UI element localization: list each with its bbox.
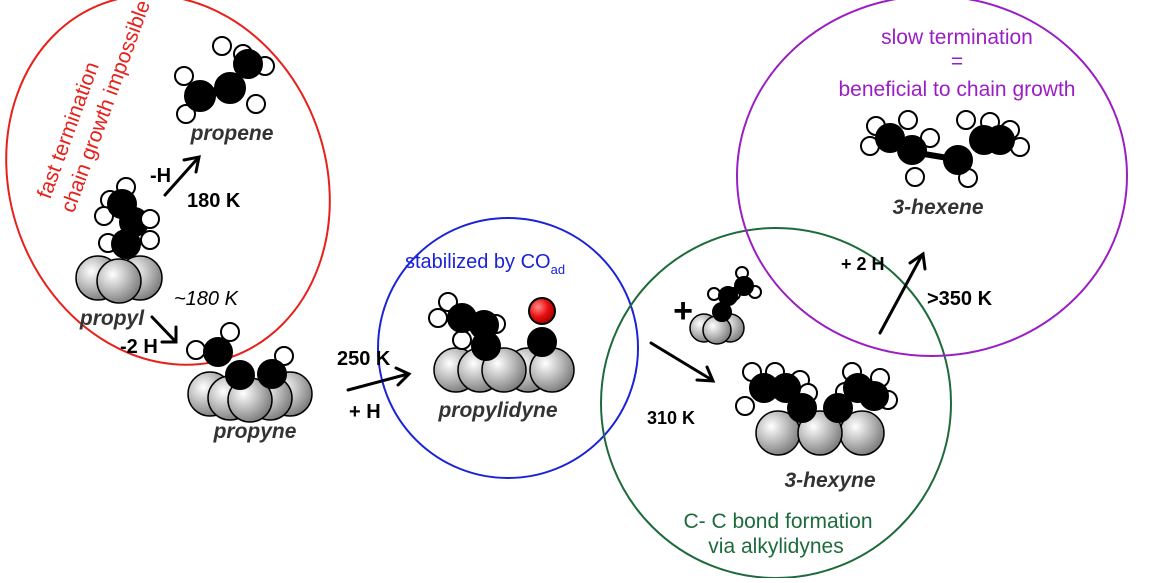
arrow-to-propyne (150, 315, 178, 344)
propyne-label: propyne (213, 420, 297, 443)
hexyne-label: 3-hexyne (784, 469, 875, 492)
propene-molecule (174, 36, 275, 124)
propyl-molecule (75, 177, 163, 304)
hexyne-temperature: 310 K (647, 408, 695, 428)
fast-termination-region (5, 0, 331, 366)
second-propylidyne-molecule (689, 266, 762, 345)
plus-sign: + (673, 292, 693, 330)
slow-termination-region (736, 0, 1128, 357)
hexyne-molecule (735, 362, 898, 456)
cc-bond-label-line1: C- C bond formation (683, 510, 872, 533)
propyne-molecule (186, 322, 313, 423)
propyl-label: propyl (79, 307, 145, 330)
propylidyne-molecule (428, 292, 575, 393)
propylidyne-temperature: 250 K (337, 348, 391, 370)
arrow-to-propylidyne (346, 366, 412, 392)
propene-temperature: 180 K (187, 190, 241, 212)
arrow-to-hexene (878, 251, 927, 335)
hexene-reagent: + 2 H (841, 254, 885, 274)
arrow-to-hexyne (649, 341, 716, 383)
slow-termination-label-line1: slow termination (881, 26, 1033, 49)
propyne-reagent: -2 H (120, 336, 158, 358)
fast-termination-label: fast termination chain growth impossible (33, 0, 155, 216)
hexene-molecule (860, 110, 1030, 188)
propene-label: propene (190, 122, 274, 145)
hexene-temperature: >350 K (927, 288, 993, 310)
arrow-to-propene (163, 155, 201, 197)
hexene-label: 3-hexene (892, 196, 983, 219)
coad-stabilization-region (377, 217, 639, 479)
slow-termination-label-line2: = (951, 50, 963, 73)
cc-bond-label-line2: via alkylidynes (708, 535, 843, 558)
slow-termination-label-line3: beneficial to chain growth (839, 78, 1076, 101)
propyne-temperature: ~180 K (174, 288, 240, 310)
propylidyne-reagent: + H (349, 401, 381, 423)
propene-reagent: -H (150, 165, 171, 187)
propylidyne-label: propylidyne (437, 399, 557, 422)
coad-label: stabilized by COad (405, 251, 565, 277)
